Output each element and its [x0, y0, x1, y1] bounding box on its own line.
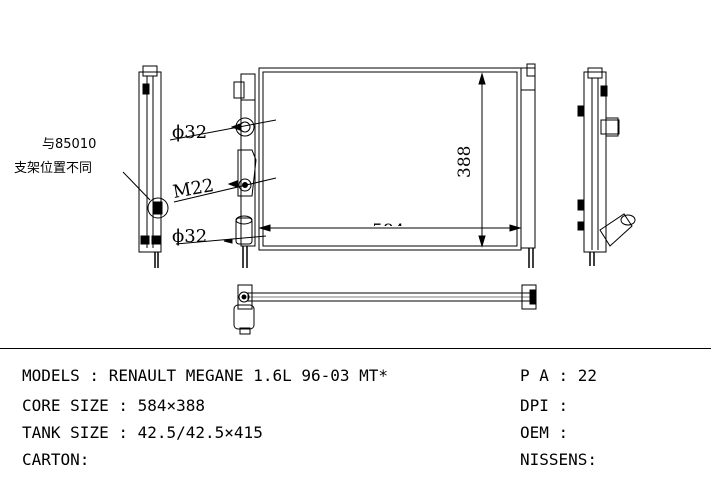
spec-dpi: DPI : — [520, 396, 569, 415]
spec-oem: OEM : — [520, 423, 569, 442]
radiator-technical-drawing: 与85010 支架位置不同 — [14, 63, 636, 335]
dim-width-label-group: 584 — [372, 221, 404, 241]
separator-line — [0, 348, 711, 349]
note-text-line1: 与85010 — [42, 137, 96, 152]
spec-nissens: NISSENS: — [520, 450, 598, 469]
dim-height-label: 388 — [455, 146, 475, 178]
note-leader-line — [122, 171, 151, 201]
specs-panel: MODELS : RENAULT MEGANE 1.6L 96-03 MT* C… — [22, 366, 702, 476]
spec-models: MODELS : RENAULT MEGANE 1.6L 96-03 MT* — [22, 366, 389, 385]
spec-carton: CARTON: — [22, 450, 90, 469]
spec-tank-size: TANK SIZE : 42.5/42.5×415 — [22, 423, 263, 442]
front-view — [169, 63, 536, 268]
dim-pipe-bottom-label: ϕ32 — [172, 226, 207, 247]
dim-pipe-top-label: ϕ32 — [172, 122, 207, 143]
note-text-line2: 支架位置不同 — [14, 161, 92, 176]
right-side-view — [577, 67, 636, 266]
spec-pa: P A : 22 — [520, 366, 598, 385]
dim-thread-label: M22 — [171, 175, 215, 203]
bottom-view — [233, 284, 537, 335]
left-side-view — [138, 65, 169, 268]
dim-width-label: 584 — [372, 221, 404, 241]
spec-core-size: CORE SIZE : 584×388 — [22, 396, 206, 415]
